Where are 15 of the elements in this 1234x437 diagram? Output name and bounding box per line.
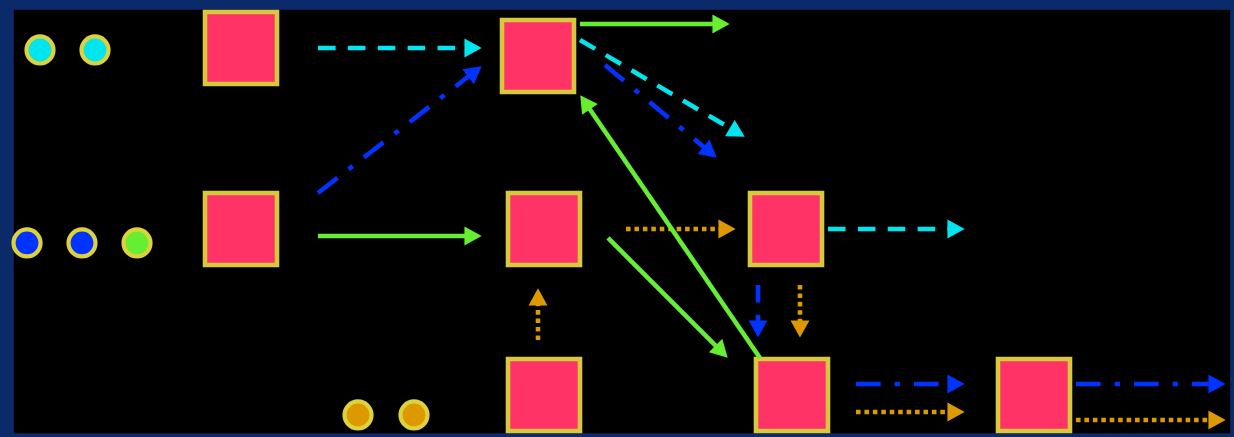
square <box>995 356 1073 434</box>
circle <box>24 34 56 66</box>
square <box>202 9 280 87</box>
square <box>202 190 280 268</box>
circle <box>398 399 430 431</box>
square <box>505 356 583 434</box>
circle <box>121 227 153 259</box>
circle <box>79 34 111 66</box>
circle <box>11 227 43 259</box>
square <box>499 17 577 95</box>
square <box>505 190 583 268</box>
circle <box>66 227 98 259</box>
circle <box>342 399 374 431</box>
square <box>753 356 831 434</box>
square <box>747 190 825 268</box>
